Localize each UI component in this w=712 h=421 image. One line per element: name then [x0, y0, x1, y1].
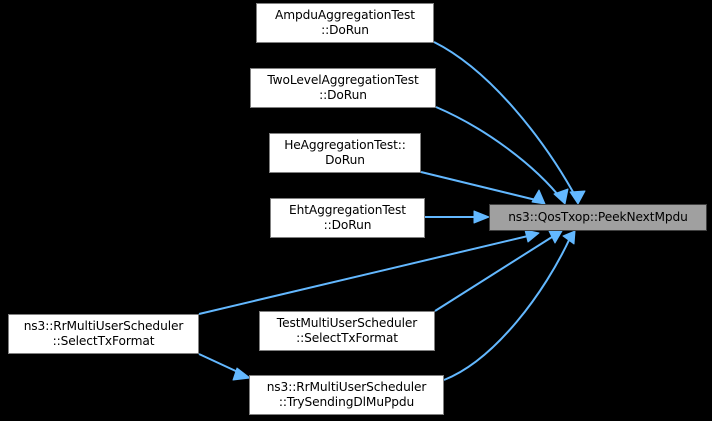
graph-node-label: AmpduAggregationTest ::DoRun — [274, 8, 415, 37]
arrowhead-twolevel-to-peeknextmpdu — [553, 188, 569, 205]
arrowhead-rrselect-to-trysending — [232, 367, 251, 381]
graph-node-ampdu[interactable]: AmpduAggregationTest ::DoRun — [256, 3, 434, 43]
graph-node-peeknextmpdu[interactable]: ns3::QosTxop::PeekNextMpdu — [489, 204, 707, 231]
graph-node-label: TwoLevelAggregationTest ::DoRun — [267, 73, 419, 102]
arrowhead-he-to-peeknextmpdu — [531, 189, 546, 205]
graph-node-label: ns3::RrMultiUserScheduler ::TrySendingDl… — [266, 380, 427, 409]
edge-rrselect-to-peeknextmpdu — [198, 235, 529, 315]
graph-node-label: ns3::QosTxop::PeekNextMpdu — [508, 210, 688, 224]
edge-he-to-peeknextmpdu — [420, 171, 541, 202]
graph-node-label: HeAggregationTest:: DoRun — [284, 138, 406, 167]
graph-node-label: ns3::RrMultiUserScheduler ::SelectTxForm… — [23, 319, 184, 348]
arrowhead-testselect-to-peeknextmpdu — [548, 230, 563, 244]
graph-node-trysending[interactable]: ns3::RrMultiUserScheduler ::TrySendingDl… — [249, 375, 444, 415]
edge-ampdu-to-peeknextmpdu — [433, 41, 579, 202]
arrowhead-rrselect-to-peeknextmpdu — [524, 229, 540, 243]
graph-node-label: TestMultiUserScheduler ::SelectTxFormat — [276, 316, 418, 345]
edge-twolevel-to-peeknextmpdu — [435, 106, 564, 202]
edge-testselect-to-peeknextmpdu — [434, 236, 553, 312]
graph-node-twolevel[interactable]: TwoLevelAggregationTest ::DoRun — [250, 68, 436, 108]
graph-node-label: EhtAggregationTest ::DoRun — [288, 203, 406, 232]
arrowhead-trysending-to-peeknextmpdu — [562, 230, 576, 245]
graph-node-eht[interactable]: EhtAggregationTest ::DoRun — [270, 198, 425, 238]
graph-node-he[interactable]: HeAggregationTest:: DoRun — [269, 133, 421, 173]
edge-rrselect-to-trysending — [198, 353, 241, 374]
arrowhead-ampdu-to-peeknextmpdu — [569, 190, 586, 205]
graph-node-testselect[interactable]: TestMultiUserScheduler ::SelectTxFormat — [259, 311, 435, 351]
graph-node-rrselect[interactable]: ns3::RrMultiUserScheduler ::SelectTxForm… — [8, 314, 199, 354]
arrowhead-eht-to-peeknextmpdu — [473, 210, 490, 224]
edge-trysending-to-peeknextmpdu — [443, 237, 571, 381]
